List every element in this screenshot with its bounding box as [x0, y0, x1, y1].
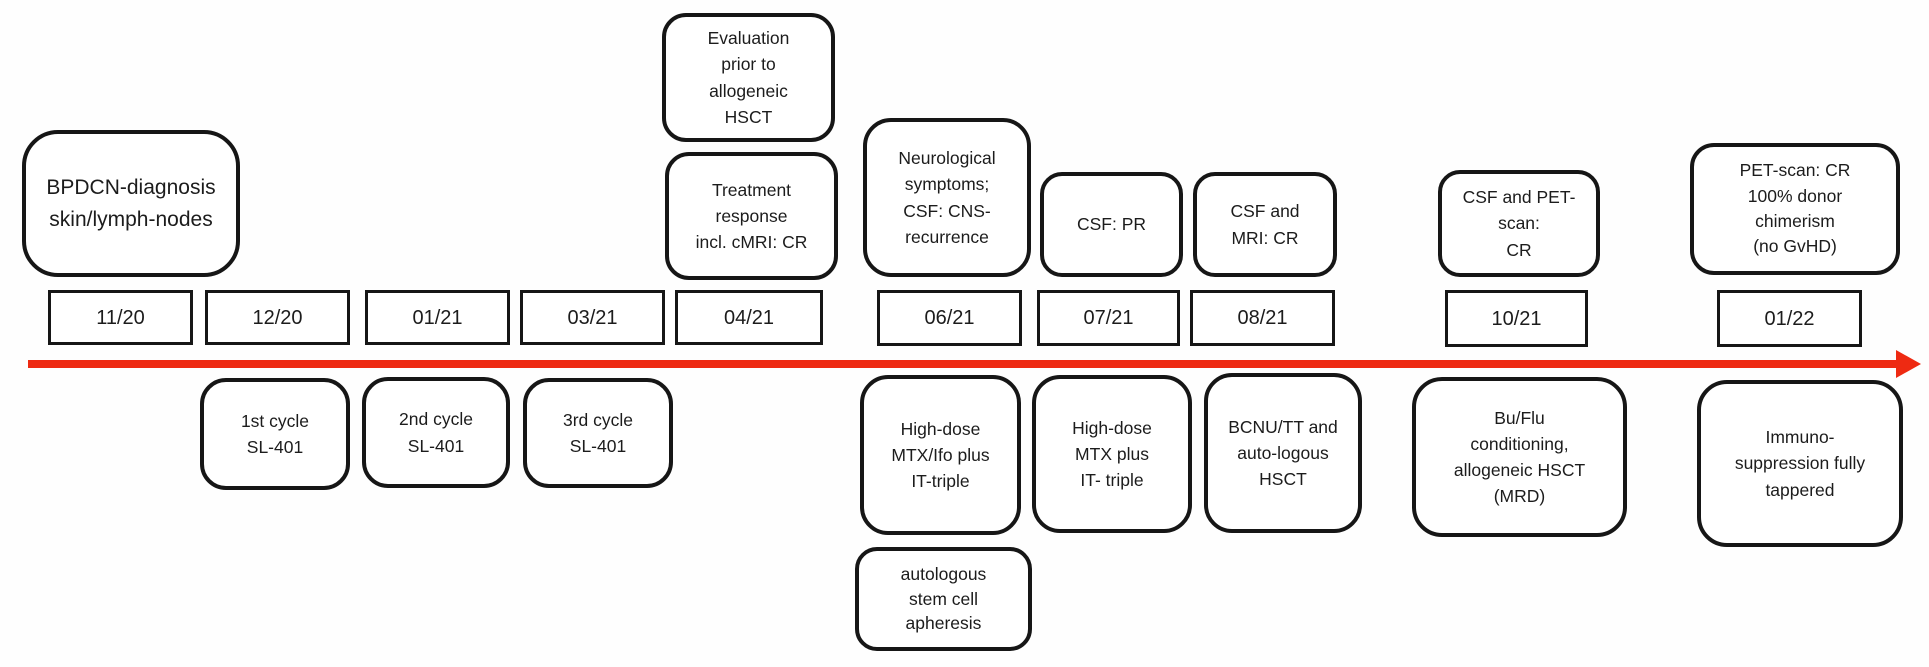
date-box-10-21: 10/21: [1445, 290, 1588, 347]
date-box-06-21: 06/21: [877, 290, 1022, 346]
event-box-evaluation-prior-hsct: Evaluation prior to allogeneic HSCT: [662, 13, 835, 142]
date-box-01-22: 01/22: [1717, 290, 1862, 347]
event-box-immunosuppression: Immuno- suppression fully tappered: [1697, 380, 1903, 547]
date-box-08-21: 08/21: [1190, 290, 1335, 346]
event-box-buflu-conditioning: Bu/Flu conditioning, allogeneic HSCT (MR…: [1412, 377, 1627, 537]
date-box-04-21: 04/21: [675, 290, 823, 345]
event-box-bcnu-autologous-hsct: BCNU/TT and auto-logous HSCT: [1204, 373, 1362, 533]
timeline-arrowhead-icon: [1896, 350, 1921, 378]
event-box-stemcell-apheresis: autologous stem cell apheresis: [855, 547, 1032, 651]
event-box-highdose-mtx: High-dose MTX plus IT- triple: [1032, 375, 1192, 533]
event-box-cycle3-sl401: 3rd cycle SL-401: [523, 378, 673, 488]
timeline-arrow: [28, 350, 1921, 378]
date-box-07-21: 07/21: [1037, 290, 1180, 346]
event-box-csf-mri-cr: CSF and MRI: CR: [1193, 172, 1337, 277]
event-box-highdose-mtx-ifo: High-dose MTX/Ifo plus IT-triple: [860, 375, 1021, 535]
date-box-11-20: 11/20: [48, 290, 193, 345]
event-box-cycle2-sl401: 2nd cycle SL-401: [362, 377, 510, 488]
date-box-12-20: 12/20: [205, 290, 350, 345]
event-box-cycle1-sl401: 1st cycle SL-401: [200, 378, 350, 490]
event-box-treatment-response: Treatment response incl. cMRI: CR: [665, 152, 838, 280]
event-box-csf-pr: CSF: PR: [1040, 172, 1183, 277]
date-box-01-21: 01/21: [365, 290, 510, 345]
date-box-03-21: 03/21: [520, 290, 665, 345]
event-box-neurological-recurrence: Neurological symptoms; CSF: CNS- recurre…: [863, 118, 1031, 277]
event-box-csf-petscan-cr: CSF and PET- scan: CR: [1438, 170, 1600, 277]
event-box-petscan-chimerism: PET-scan: CR 100% donor chimerism (no Gv…: [1690, 143, 1900, 275]
event-box-diagnosis: BPDCN-diagnosis skin/lymph-nodes: [22, 130, 240, 277]
